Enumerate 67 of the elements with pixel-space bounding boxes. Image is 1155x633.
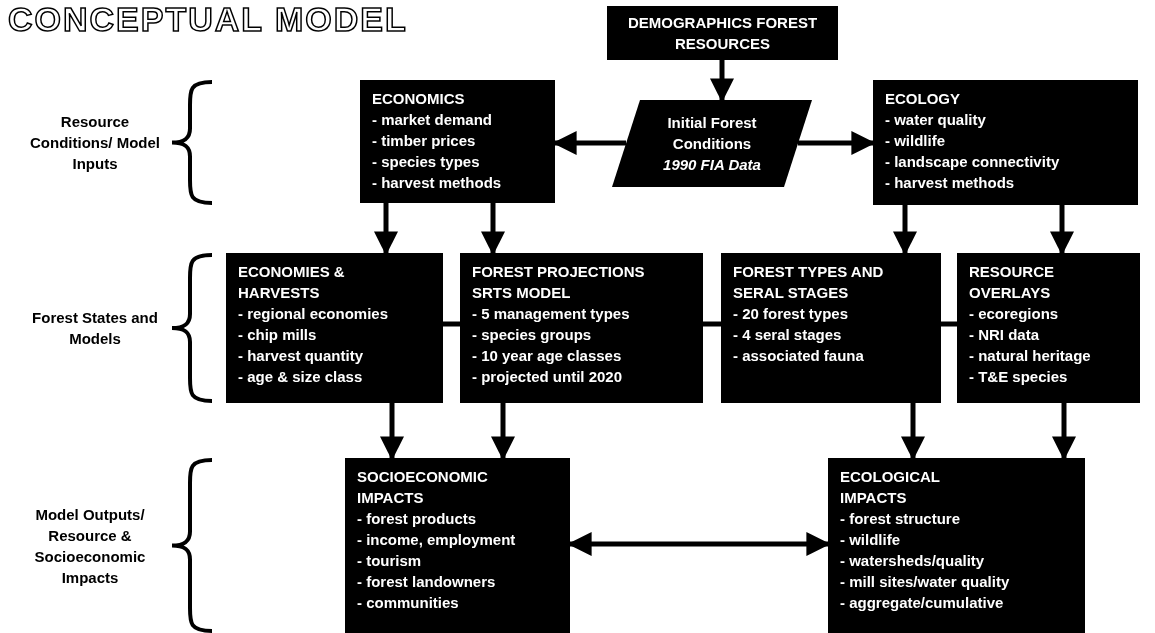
data-parallelogram — [612, 100, 812, 187]
process-box — [345, 458, 570, 633]
arrow — [1052, 403, 1076, 461]
node-text: - income, employment — [357, 530, 517, 550]
node-text: - communities — [357, 593, 460, 613]
title: CONCEPTUAL MODEL — [8, 0, 408, 38]
node-text: - chip mills — [238, 325, 318, 345]
node-text: - harvest quantity — [238, 346, 365, 366]
process-box — [828, 458, 1085, 633]
arrow — [374, 203, 398, 256]
row-label: Model Outputs/ Resource & Socioeconomic Impacts — [33, 504, 147, 588]
node-heading: ECOLOGICAL IMPACTS — [840, 467, 941, 508]
node-text: - 4 seral stages — [733, 325, 843, 345]
node-text: - harvest methods — [885, 173, 1016, 193]
node-text: - species types — [372, 152, 481, 172]
node-text: - harvest methods — [372, 173, 503, 193]
node-text: - projected until 2020 — [472, 367, 624, 387]
arrow — [1050, 205, 1074, 256]
process-box — [721, 253, 941, 403]
node-text: - species groups — [472, 325, 593, 345]
arrow — [893, 205, 917, 256]
node-text: - water quality — [885, 110, 987, 130]
arrow — [491, 403, 515, 461]
arrow — [710, 60, 734, 103]
node-text: - forest landowners — [357, 572, 497, 592]
node-text: - 5 management types — [472, 304, 631, 324]
node-heading: Initial Forest Conditions — [666, 113, 758, 154]
node-text: - 10 year age classes — [472, 346, 623, 366]
node-text: - mill sites/water quality — [840, 572, 1011, 592]
arrow — [901, 403, 925, 461]
node-heading: FOREST TYPES AND SERAL STAGES — [733, 262, 885, 303]
node-text: - market demand — [372, 110, 494, 130]
row-label: Forest States and Models — [31, 308, 159, 349]
node-text: - natural heritage — [969, 346, 1092, 366]
node-text: - timber prices — [372, 131, 477, 151]
node-heading: SOCIOECONOMIC IMPACTS — [357, 467, 489, 508]
node-heading: RESOURCE OVERLAYS — [969, 262, 1055, 303]
node-text: - forest products — [357, 509, 478, 529]
process-box — [226, 253, 443, 403]
arrow — [481, 203, 505, 256]
node-text: - wildlife — [840, 530, 901, 550]
process-box — [460, 253, 703, 403]
node-heading: FOREST PROJECTIONS SRTS MODEL — [472, 262, 646, 303]
process-box — [957, 253, 1140, 403]
node-text: - wildlife — [885, 131, 946, 151]
row-label: Resource Conditions/ Model Inputs — [29, 112, 161, 174]
node-text: - ecoregions — [969, 304, 1060, 324]
node-text: - landscape connectivity — [885, 152, 1061, 172]
node-text: - 20 forest types — [733, 304, 850, 324]
node-text: - T&E species — [969, 367, 1069, 387]
node-text: - tourism — [357, 551, 423, 571]
node-text: - associated fauna — [733, 346, 865, 366]
node-text: - forest structure — [840, 509, 962, 529]
node-heading: ECONOMICS — [372, 89, 466, 109]
node-text: - age & size class — [238, 367, 364, 387]
node-heading: ECONOMIES & HARVESTS — [238, 262, 346, 303]
process-box — [607, 6, 838, 60]
node-text: - watersheds/quality — [840, 551, 986, 571]
node-text: - aggregate/cumulative — [840, 593, 1005, 613]
node-text: - NRI data — [969, 325, 1040, 345]
process-box — [360, 80, 555, 203]
node-heading: DEMOGRAPHICS FOREST RESOURCES — [626, 13, 819, 54]
node-text: 1990 FIA Data — [663, 155, 761, 175]
process-box — [873, 80, 1138, 205]
node-heading: ECOLOGY — [885, 89, 961, 109]
arrow — [380, 403, 404, 461]
node-text: - regional economies — [238, 304, 390, 324]
